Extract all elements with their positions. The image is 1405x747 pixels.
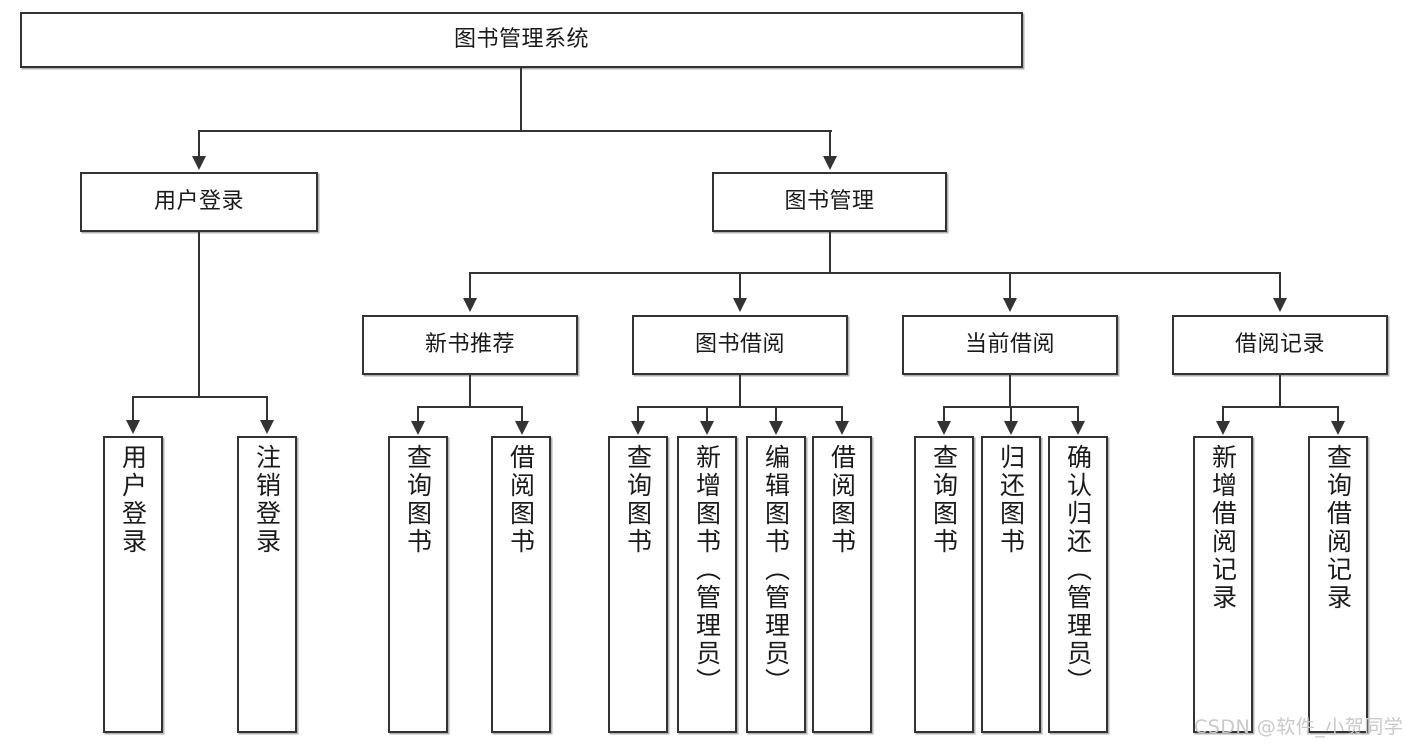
leaf-current-query-book[interactable]: 查询图书 <box>914 436 974 733</box>
leaf-current-confirm-return-admin[interactable]: 确认归还（管理员） <box>1048 436 1108 733</box>
arrowhead-recommend-child-2 <box>515 421 529 435</box>
connector-user-login-bar <box>132 396 268 398</box>
arrowhead-current-child-1 <box>937 421 951 435</box>
connector-book-mgmt-to-borrow <box>739 272 741 300</box>
leaf-record-query-record[interactable]: 查询借阅记录 <box>1308 436 1368 733</box>
leaf-record-add-record[interactable]: 新增借阅记录 <box>1193 436 1253 733</box>
connector-recommend-bar <box>417 406 523 408</box>
node-borrow-record[interactable]: 借阅记录 <box>1172 315 1388 375</box>
node-label: 查询图书 <box>403 444 433 556</box>
leaf-current-return-book[interactable]: 归还图书 <box>981 436 1041 733</box>
connector-book-mgmt-to-current <box>1009 272 1011 300</box>
csdn-watermark: CSDN @软件_小贺同学 <box>1194 716 1404 738</box>
node-label: 查询借阅记录 <box>1323 444 1353 612</box>
node-label: 借阅记录 <box>1234 332 1325 358</box>
leaf-recommend-query-book[interactable]: 查询图书 <box>388 436 448 733</box>
connector-current-child-2 <box>1010 406 1012 424</box>
arrowhead-record-child-2 <box>1331 421 1345 435</box>
node-label: 图书管理系统 <box>453 27 589 53</box>
node-label: 编辑图书（管理员） <box>761 444 791 696</box>
node-root-system[interactable]: 图书管理系统 <box>20 12 1023 68</box>
connector-root-stem <box>520 68 522 130</box>
node-label: 确认归还（管理员） <box>1063 444 1093 696</box>
node-label: 当前借阅 <box>964 332 1055 358</box>
arrowhead-recommend-child-1 <box>411 421 425 435</box>
node-label: 用户登录 <box>153 189 244 215</box>
connector-user-login-stem <box>198 232 200 396</box>
connector-book-mgmt-to-record <box>1279 272 1281 300</box>
node-label: 借阅图书 <box>506 444 536 556</box>
node-label: 注销登录 <box>252 444 282 556</box>
arrowhead-record-child-1 <box>1216 421 1230 435</box>
connector-root-bar <box>198 130 832 132</box>
arrowhead-user-login-child-1 <box>126 420 140 434</box>
node-label: 查询图书 <box>623 444 653 556</box>
arrowhead-borrow-child-3 <box>769 421 783 435</box>
node-new-book-recommend[interactable]: 新书推荐 <box>362 315 578 375</box>
leaf-user-login[interactable]: 用户登录 <box>103 436 163 733</box>
connector-book-mgmt-bar <box>469 272 1281 274</box>
node-label: 新增借阅记录 <box>1208 444 1238 612</box>
connector-record-child-2 <box>1337 406 1339 424</box>
arrowhead-book-mgmt-to-current <box>1003 298 1017 312</box>
node-label: 新书推荐 <box>424 332 515 358</box>
connector-borrow-child-3 <box>775 406 777 424</box>
leaf-logout[interactable]: 注销登录 <box>237 436 297 733</box>
connector-recommend-child-2 <box>521 406 523 424</box>
arrowhead-root-to-user-login <box>192 156 206 170</box>
leaf-recommend-borrow-book[interactable]: 借阅图书 <box>491 436 551 733</box>
node-label: 新增图书（管理员） <box>692 444 722 696</box>
connector-borrow-stem <box>739 375 741 406</box>
arrowhead-current-child-2 <box>1004 421 1018 435</box>
connector-borrow-child-1 <box>637 406 639 424</box>
arrowhead-current-child-3 <box>1071 421 1085 435</box>
connector-borrow-child-4 <box>841 406 843 424</box>
connector-root-to-user-login <box>198 130 200 158</box>
connector-current-stem <box>1009 375 1011 406</box>
connector-current-child-1 <box>943 406 945 424</box>
connector-book-mgmt-to-recommend <box>469 272 471 300</box>
leaf-borrow-query-book[interactable]: 查询图书 <box>608 436 668 733</box>
node-label: 归还图书 <box>996 444 1026 556</box>
connector-recommend-child-1 <box>417 406 419 424</box>
node-book-management[interactable]: 图书管理 <box>712 172 947 232</box>
leaf-borrow-add-book-admin[interactable]: 新增图书（管理员） <box>677 436 737 733</box>
leaf-borrow-edit-book-admin[interactable]: 编辑图书（管理员） <box>746 436 806 733</box>
arrowhead-user-login-child-2 <box>260 420 274 434</box>
node-label: 图书管理 <box>784 189 875 215</box>
connector-user-login-child-2 <box>266 396 268 422</box>
connector-root-to-book-mgmt <box>829 130 831 158</box>
connector-borrow-child-2 <box>706 406 708 424</box>
connector-book-mgmt-stem <box>829 232 831 272</box>
connector-record-stem <box>1279 375 1281 406</box>
node-label: 用户登录 <box>118 444 148 556</box>
node-label: 借阅图书 <box>827 444 857 556</box>
arrowhead-book-mgmt-to-record <box>1273 298 1287 312</box>
node-current-borrow[interactable]: 当前借阅 <box>902 315 1118 375</box>
connector-current-child-3 <box>1077 406 1079 424</box>
arrowhead-borrow-child-4 <box>835 421 849 435</box>
connector-record-bar <box>1222 406 1338 408</box>
arrowhead-root-to-book-mgmt <box>823 156 837 170</box>
node-user-login[interactable]: 用户登录 <box>80 172 318 232</box>
leaf-borrow-borrow-book[interactable]: 借阅图书 <box>812 436 872 733</box>
connector-user-login-child-1 <box>132 396 134 422</box>
arrowhead-borrow-child-2 <box>700 421 714 435</box>
node-label: 查询图书 <box>929 444 959 556</box>
node-book-borrow[interactable]: 图书借阅 <box>632 315 848 375</box>
connector-recommend-stem <box>469 375 471 406</box>
node-label: 图书借阅 <box>694 332 785 358</box>
connector-record-child-1 <box>1222 406 1224 424</box>
arrowhead-book-mgmt-to-recommend <box>463 298 477 312</box>
arrowhead-borrow-child-1 <box>631 421 645 435</box>
connector-borrow-bar <box>637 406 843 408</box>
arrowhead-book-mgmt-to-borrow <box>733 298 747 312</box>
